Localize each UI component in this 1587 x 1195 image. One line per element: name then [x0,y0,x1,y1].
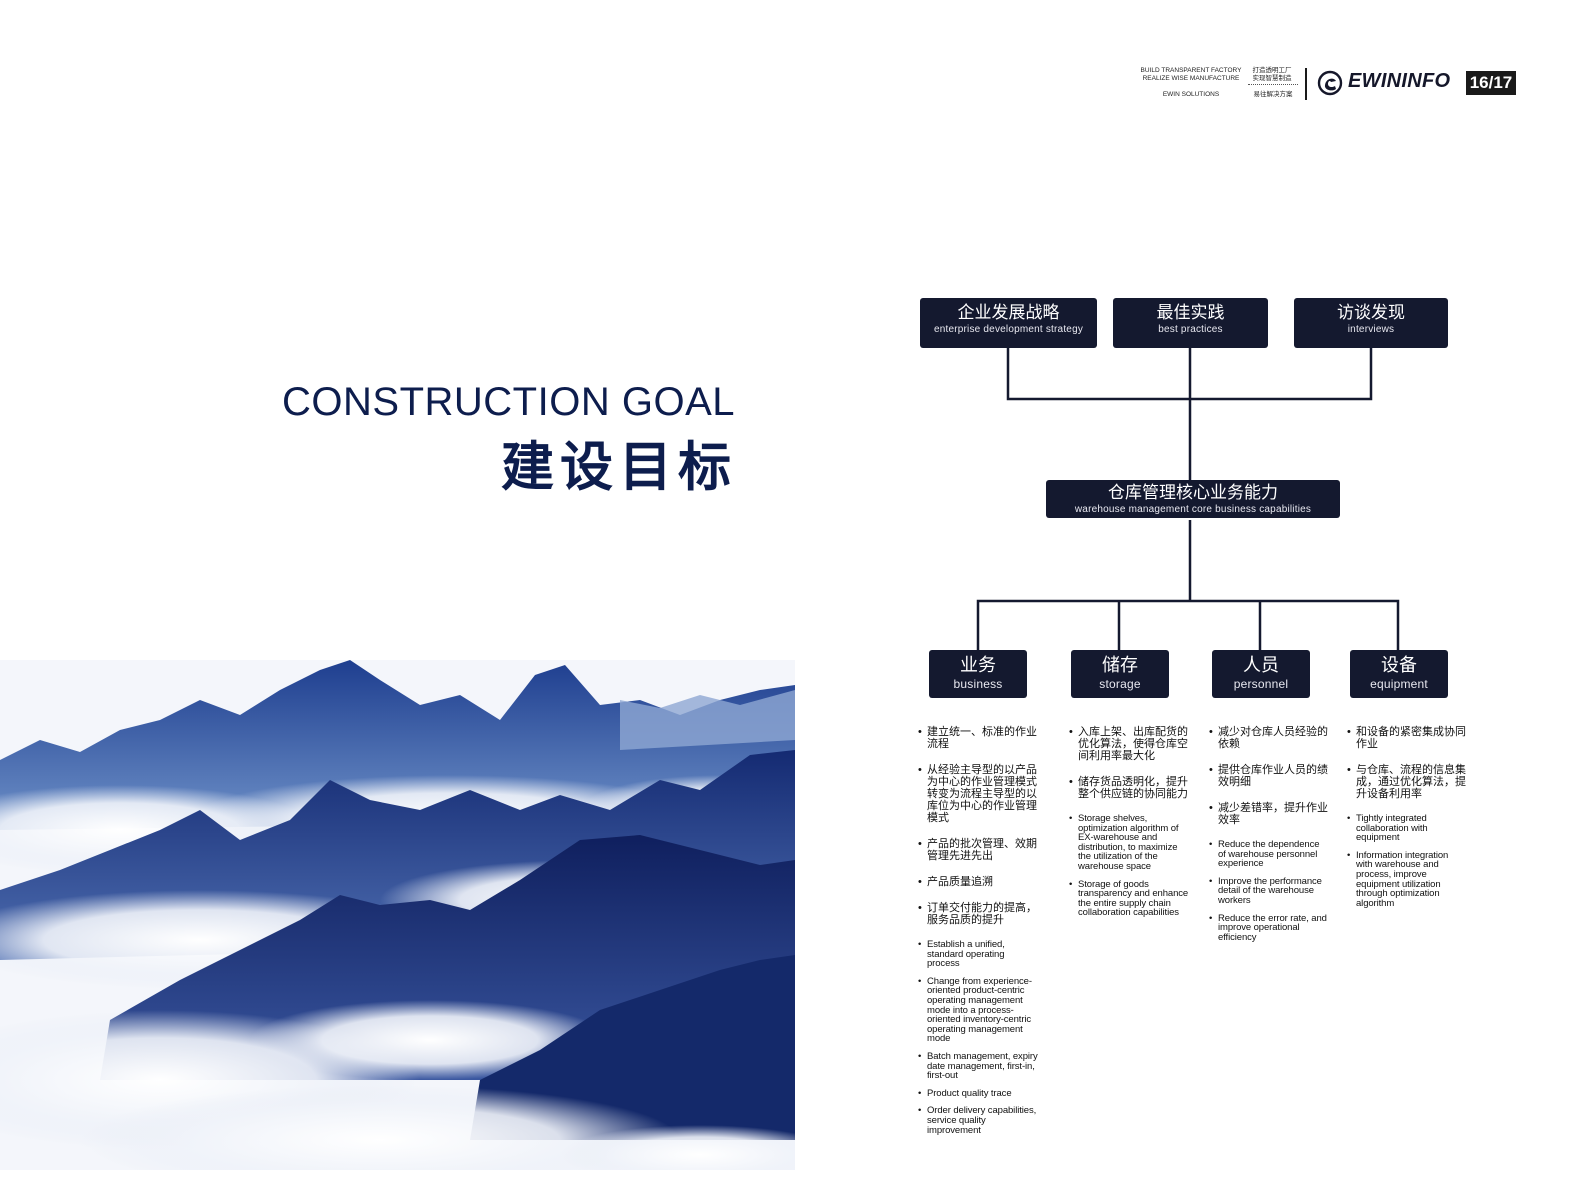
bullet-item-cn: 从经验主导型的以产品为中心的作业管理模式转变为流程主导型的以库位为中心的作业管理… [918,764,1038,824]
bullet-item-cn: 提供仓库作业人员的绩效明细 [1209,764,1329,788]
tagline-en: BUILD TRANSPARENT FACTORY REALIZE WISE M… [1140,67,1242,83]
storage-list: 入库上架、出库配货的优化算法，使得仓库空间利用率最大化储存货品透明化，提升整个供… [1069,726,1189,918]
box-label-cn: 最佳实践 [1156,303,1225,322]
bullet-item-en: Storage of goods transparency and enhanc… [1069,879,1189,918]
bullet-item-en: Tightly integrated collaboration with eq… [1347,814,1467,843]
brand-logo-icon [1317,70,1343,96]
box-label-cn: 仓库管理核心业务能力 [1108,483,1278,502]
storage-column: 入库上架、出库配货的优化算法，使得仓库空间利用率最大化储存货品透明化，提升整个供… [1069,726,1189,926]
bullet-item-en: Product quality trace [918,1089,1038,1099]
box-label-cn: 人员 [1243,655,1279,675]
box-label-cn: 储存 [1102,655,1138,675]
box-best-practices: 最佳实践 best practices [1113,298,1268,348]
bullet-item-cn: 与仓库、流程的信息集成，通过优化算法，提升设备利用率 [1347,764,1467,800]
bullet-item-cn: 入库上架、出库配货的优化算法，使得仓库空间利用率最大化 [1069,726,1189,762]
title-english: CONSTRUCTION GOAL [282,380,735,424]
box-label-cn: 设备 [1381,655,1417,675]
bullet-item-cn: 减少对仓库人员经验的依赖 [1209,726,1329,750]
title-chinese: 建设目标 [501,438,737,497]
box-storage: 储存 storage [1071,650,1169,698]
box-core-capabilities: 仓库管理核心业务能力 warehouse management core bus… [1046,480,1340,518]
box-label-en: interviews [1347,324,1395,335]
box-label-en: warehouse management core business capab… [1074,504,1312,515]
box-interviews: 访谈发现 interviews [1294,298,1448,348]
dotted-divider [1248,84,1298,85]
box-enterprise-strategy: 企业发展战略 enterprise development strategy [920,298,1097,348]
tagline-en-1: BUILD TRANSPARENT FACTORY [1140,67,1242,74]
bullet-item-cn: 建立统一、标准的作业流程 [918,726,1038,750]
bullet-item-cn: 和设备的紧密集成协同作业 [1347,726,1467,750]
box-label-en: equipment [1370,677,1428,691]
page-number: 16/17 [1466,71,1516,95]
tagline-cn-1: 打造透明工厂 [1252,67,1292,74]
brand-name: EWININFO [1348,70,1451,92]
box-label-en: enterprise development strategy [933,324,1084,335]
bullet-item-cn: 减少差错率，提升作业效率 [1209,802,1329,826]
tagline-cn: 打造透明工厂 实现智慧制造 [1248,67,1296,83]
bullet-item-cn: 储存货品透明化，提升整个供应链的协同能力 [1069,776,1189,800]
tagline-en-2: REALIZE WISE MANUFACTURE [1142,75,1240,82]
business-list: 建立统一、标准的作业流程从经验主导型的以产品为中心的作业管理模式转变为流程主导型… [918,726,1038,1135]
header-divider [1305,68,1307,100]
bullet-item-en: Reduce the dependence of warehouse perso… [1209,840,1329,869]
bullet-item-en: Order delivery capabilities, service qua… [918,1106,1038,1135]
tagline-cn-2: 实现智慧制造 [1252,75,1292,82]
bullet-item-cn: 订单交付能力的提高，服务品质的提升 [918,902,1038,926]
personnel-list: 减少对仓库人员经验的依赖提供仓库作业人员的绩效明细减少差错率，提升作业效率 Red… [1209,726,1329,942]
box-personnel: 人员 personnel [1212,650,1310,698]
box-label-cn: 访谈发现 [1337,303,1405,322]
box-business: 业务 business [929,650,1027,698]
solutions-en: EWIN SOLUTIONS [1162,91,1220,98]
personnel-column: 减少对仓库人员经验的依赖提供仓库作业人员的绩效明细减少差错率，提升作业效率 Red… [1209,726,1329,950]
bullet-item-en: Reduce the error rate, and improve opera… [1209,913,1329,943]
bullet-item-en: Batch management, expiry date management… [918,1052,1038,1081]
equipment-list: 和设备的紧密集成协同作业与仓库、流程的信息集成，通过优化算法，提升设备利用率 Ti… [1347,726,1467,908]
box-label-en: business [953,677,1003,691]
bullet-item-cn: 产品的批次管理、效期管理先进先出 [918,838,1038,862]
bullet-item-en: Establish a unified, standard operating … [918,940,1038,969]
mountain-clouds-image [0,660,795,1170]
header-taglines: BUILD TRANSPARENT FACTORY REALIZE WISE M… [1140,67,1310,101]
bullet-item-en: Change from experience-oriented product-… [918,976,1038,1044]
solutions-cn: 易往解决方案 [1253,91,1293,98]
box-label-cn: 企业发展战略 [957,303,1060,322]
business-column: 建立统一、标准的作业流程从经验主导型的以产品为中心的作业管理模式转变为流程主导型… [918,726,1038,1143]
bullet-item-cn: 产品质量追溯 [918,876,1038,888]
box-label-en: best practices [1158,324,1223,335]
box-equipment: 设备 equipment [1350,650,1448,698]
box-label-en: personnel [1233,677,1289,691]
bullet-item-en: Information integration with warehouse a… [1347,851,1467,909]
equipment-column: 和设备的紧密集成协同作业与仓库、流程的信息集成，通过优化算法，提升设备利用率 Ti… [1347,726,1467,916]
box-label-en: storage [1099,677,1141,691]
box-label-cn: 业务 [960,655,996,675]
bullet-item-en: Improve the performance detail of the wa… [1209,877,1329,906]
bullet-item-en: Storage shelves, optimization algorithm … [1069,814,1189,872]
